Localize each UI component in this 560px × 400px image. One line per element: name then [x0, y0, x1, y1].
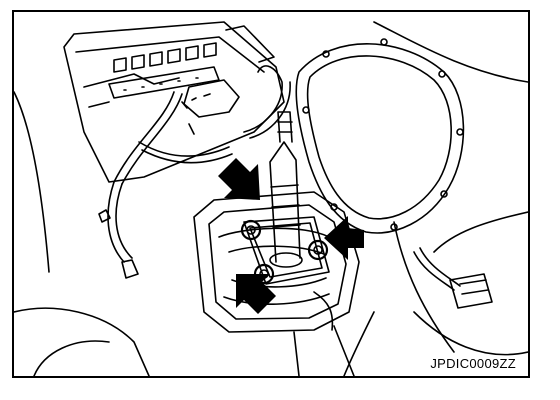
- wiring-harness: [98, 65, 291, 279]
- shifter-assembly: [193, 111, 360, 376]
- connector: [413, 247, 493, 309]
- bolt-icon: [307, 239, 329, 261]
- center-console: [63, 21, 285, 183]
- figure-code: JPDIC0009ZZ: [430, 356, 516, 371]
- arrow-icon: [324, 216, 364, 260]
- pointer-arrows: [218, 158, 364, 314]
- shifter-removal-illustration: [14, 21, 528, 376]
- boot-gasket: [295, 38, 465, 234]
- arrow-icon: [218, 158, 260, 200]
- seat-contours: [14, 21, 528, 376]
- bolt-icon: [240, 219, 262, 241]
- arrow-icon: [236, 274, 276, 314]
- figure-frame: JPDIC0009ZZ: [12, 10, 530, 378]
